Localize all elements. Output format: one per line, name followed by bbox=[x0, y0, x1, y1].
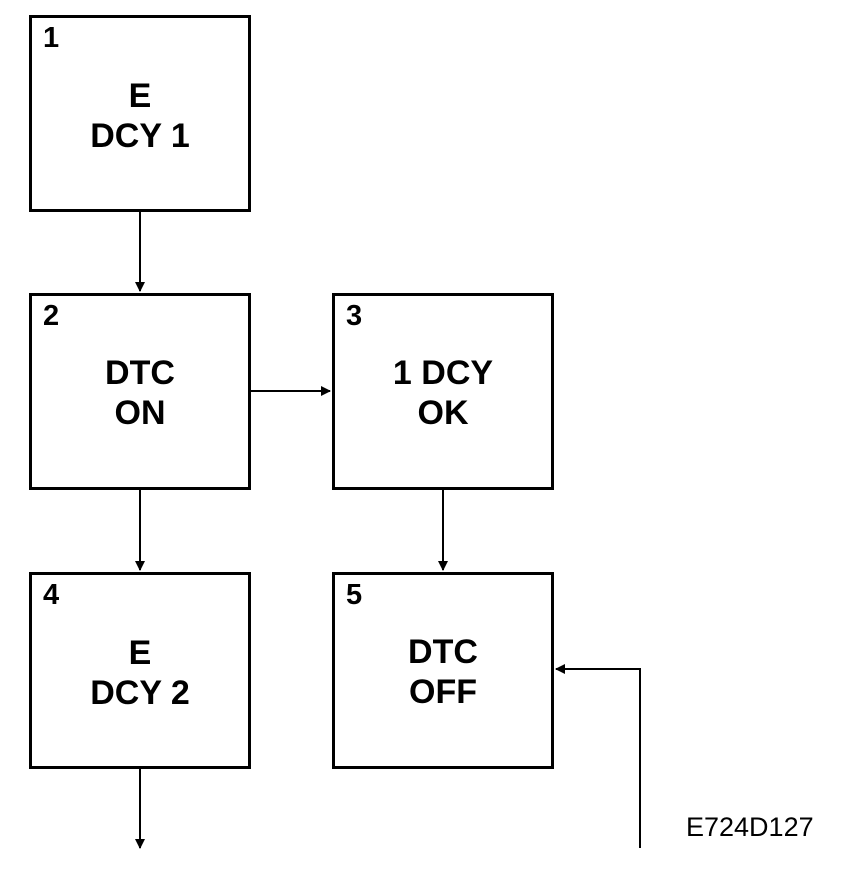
box-4-line1: E bbox=[128, 634, 152, 672]
box-2-label: DTC ON bbox=[32, 353, 248, 433]
box-1-e-dcy-1: 1 E DCY 1 bbox=[29, 15, 251, 212]
box-1-label: E DCY 1 bbox=[32, 76, 248, 156]
box-5-label: DTC OFF bbox=[335, 632, 551, 712]
box-3-line1: 1 DCY bbox=[392, 354, 494, 392]
box-3-1-dcy-ok: 3 1 DCY OK bbox=[332, 293, 554, 490]
box-1-line1: E bbox=[128, 77, 152, 115]
box-5-dtc-off: 5 DTC OFF bbox=[332, 572, 554, 769]
box-4-label: E DCY 2 bbox=[32, 633, 248, 713]
box-3-line2: OK bbox=[417, 394, 469, 432]
box-2-dtc-on: 2 DTC ON bbox=[29, 293, 251, 490]
box-1-line2: DCY 1 bbox=[90, 117, 190, 155]
box-2-line1: DTC bbox=[105, 354, 175, 392]
arrow-return-to-5 bbox=[555, 664, 641, 848]
box-4-line2: DCY 2 bbox=[90, 674, 190, 712]
box-2-line2: ON bbox=[114, 394, 166, 432]
box-5-number: 5 bbox=[346, 579, 363, 611]
box-3-label: 1 DCY OK bbox=[335, 353, 551, 433]
box-4-e-dcy-2: 4 E DCY 2 bbox=[29, 572, 251, 769]
box-5-line2: OFF bbox=[409, 673, 477, 711]
box-2-number: 2 bbox=[43, 300, 60, 332]
figure-code: E724D127 bbox=[686, 812, 814, 842]
box-1-number: 1 bbox=[43, 22, 60, 54]
box-3-number: 3 bbox=[346, 300, 363, 332]
box-5-line1: DTC bbox=[408, 633, 478, 671]
box-4-number: 4 bbox=[43, 579, 60, 611]
